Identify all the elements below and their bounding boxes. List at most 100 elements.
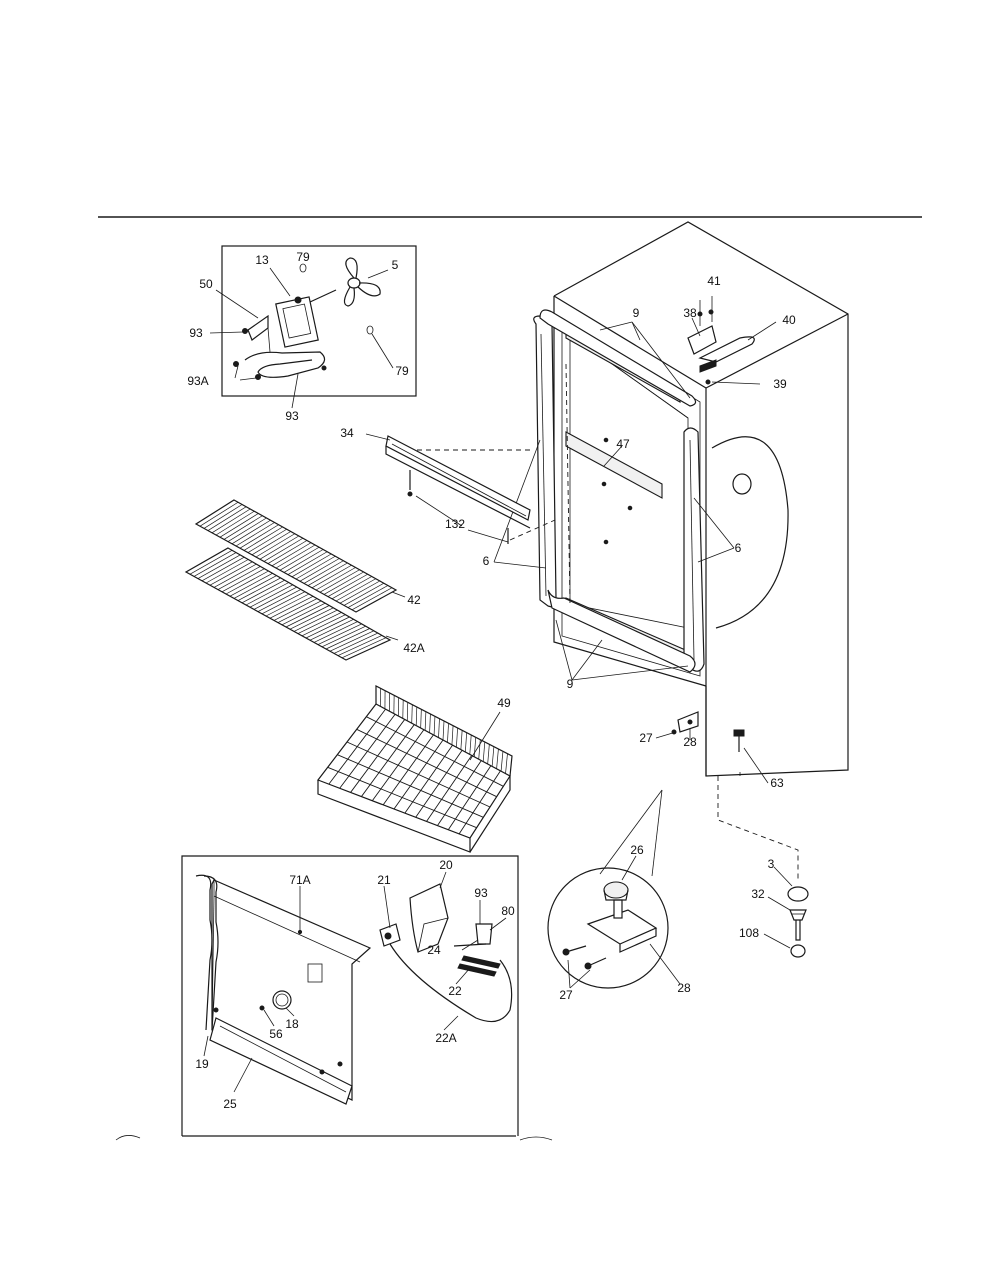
shelf-rail (365, 433, 531, 544)
wire-line (239, 524, 279, 549)
wire-line (207, 506, 247, 531)
wire-line (496, 748, 499, 769)
label-34: 34 (340, 426, 354, 440)
label-41: 41 (707, 274, 721, 288)
wire-line (263, 537, 304, 562)
wire-line (464, 732, 468, 753)
wire-line (327, 766, 477, 829)
label-3: 3 (767, 857, 775, 871)
wire-line (261, 591, 306, 615)
wire-line (505, 753, 508, 774)
wire-shelves (184, 499, 406, 661)
wire-line (447, 723, 449, 743)
fan-motor-inset (209, 245, 417, 409)
wire-line (323, 571, 364, 595)
wire-line (313, 621, 358, 643)
wire-line (299, 558, 340, 582)
wire-line (303, 560, 344, 584)
wire-line (289, 607, 334, 630)
label-19: 19 (195, 1057, 209, 1071)
wire-line (337, 754, 484, 818)
wire-line (487, 744, 490, 765)
wire-line (366, 716, 504, 787)
wire-line (197, 554, 241, 579)
leveler-parts (763, 866, 809, 958)
wire-line (253, 586, 298, 610)
wire-line (343, 582, 385, 606)
label-71A: 71A (289, 873, 311, 887)
wire-line (311, 564, 352, 589)
label-63: 63 (770, 776, 784, 790)
wire-line (415, 706, 418, 726)
wire-line (237, 577, 281, 601)
label-42: 42 (407, 593, 421, 607)
wire-line (491, 746, 495, 767)
wire-line (309, 618, 354, 641)
wire-line (307, 562, 348, 586)
wire-line (275, 544, 316, 569)
wire-line (433, 716, 436, 736)
wire-line (223, 515, 263, 540)
label-79-upper: 79 (296, 250, 310, 264)
wire-line (245, 582, 289, 606)
wire-line (337, 635, 383, 656)
wire-line (235, 522, 275, 547)
wire-line (315, 567, 356, 591)
wire-line (225, 570, 269, 595)
wire-line (411, 704, 413, 724)
label-50: 50 (199, 277, 213, 291)
label-18: 18 (285, 1017, 299, 1031)
wire-line (356, 728, 497, 798)
wire-line (211, 508, 251, 534)
label-47: 47 (616, 437, 630, 451)
label-24: 24 (427, 943, 441, 957)
wire-line (305, 616, 350, 639)
wire-line (257, 589, 302, 612)
wire-line (301, 614, 346, 637)
wire-line (221, 568, 265, 593)
label-80: 80 (501, 904, 515, 918)
wire-line (265, 593, 310, 617)
wire-line (333, 632, 378, 654)
wire-line (321, 625, 366, 648)
wire-line (420, 709, 422, 729)
wire-line (227, 517, 267, 542)
wire-line (442, 720, 445, 741)
wire-line (325, 628, 370, 650)
label-49: 49 (497, 696, 511, 710)
wire-line (201, 556, 245, 582)
wire-line (215, 510, 255, 536)
wire-line (209, 561, 253, 586)
wire-line (331, 576, 372, 600)
wire-line (339, 580, 380, 604)
wire-line (271, 542, 312, 567)
label-93-panel: 93 (474, 886, 488, 900)
label-32: 32 (751, 887, 765, 901)
label-93-left: 93 (189, 326, 203, 340)
wire-line (429, 713, 431, 733)
wire-line (460, 730, 463, 750)
label-9-top: 9 (632, 306, 640, 320)
label-25: 25 (223, 1097, 237, 1111)
label-108: 108 (738, 926, 760, 940)
wire-line (203, 504, 243, 529)
wire-line (347, 585, 389, 608)
wire-line (438, 718, 440, 738)
wire-line (317, 623, 362, 645)
label-27-cabinet: 27 (639, 731, 653, 745)
label-22A: 22A (435, 1031, 457, 1045)
wire-line (451, 725, 454, 745)
wire-line (205, 559, 249, 584)
label-28-cabinet: 28 (683, 735, 697, 749)
label-40: 40 (782, 313, 796, 327)
label-20: 20 (439, 858, 453, 872)
label-26: 26 (630, 843, 644, 857)
wire-line (341, 637, 387, 659)
label-6-left: 6 (482, 554, 490, 568)
wire-line (319, 569, 360, 593)
label-6-right: 6 (734, 541, 742, 555)
label-93-bottom: 93 (285, 409, 299, 423)
wire-line (267, 540, 308, 564)
wire-line (473, 737, 477, 757)
